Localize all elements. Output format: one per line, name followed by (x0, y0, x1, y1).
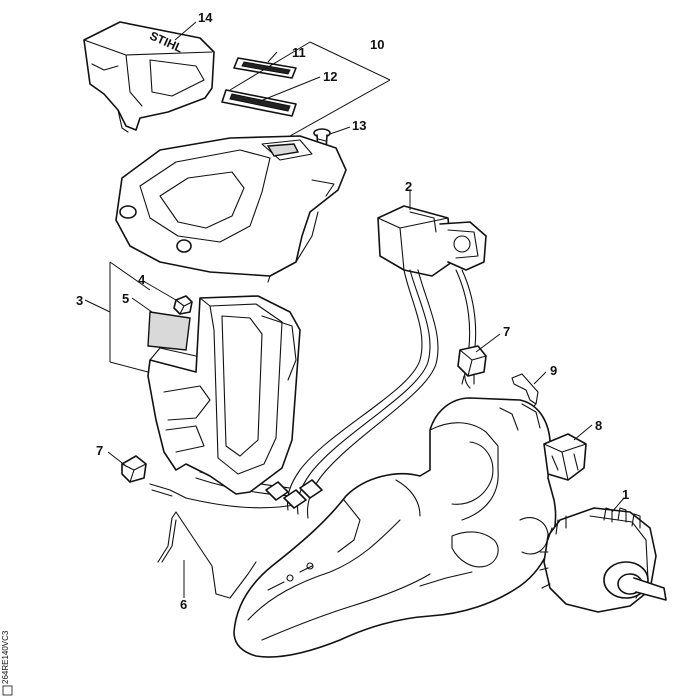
callout-1: 1 (622, 487, 629, 502)
callout-4: 4 (138, 272, 146, 287)
decal-part-12 (221, 89, 297, 117)
callout-8: 8 (595, 418, 602, 433)
callout-11: 11 (292, 45, 306, 60)
callout-10: 10 (370, 37, 384, 52)
drawing-ref-code: 264RE140VC3 (1, 630, 10, 684)
callout-12: 12 (323, 69, 337, 84)
switch-part-7-left (121, 455, 147, 483)
switch-part-7-upper (457, 345, 487, 385)
crankcase (233, 397, 557, 658)
callout-5: 5 (122, 291, 129, 306)
leader-lines (84, 21, 625, 598)
callout-labels: 14 10 11 12 13 2 4 3 5 7 9 8 7 1 6 (76, 10, 629, 612)
bracket-part-8 (543, 433, 587, 481)
callout-7-left: 7 (96, 443, 103, 458)
block-part-4 (173, 295, 193, 315)
top-cover-part-14: STIHL (83, 21, 215, 133)
decal-part-11 (233, 57, 297, 79)
callout-7-upper: 7 (503, 324, 510, 339)
wire-rod-part-6 (157, 511, 257, 599)
callout-9: 9 (550, 363, 557, 378)
wiring-harness (149, 269, 477, 519)
handle-frame-part-3 (147, 295, 301, 495)
handle-housing (115, 135, 347, 283)
callout-6: 6 (180, 597, 187, 612)
callout-13: 13 (352, 118, 366, 133)
callout-2: 2 (405, 179, 412, 194)
motor-part-1 (539, 507, 667, 613)
drawing-reference: 264RE140VC3 (1, 630, 13, 696)
callout-3: 3 (76, 293, 83, 308)
callout-14: 14 (198, 10, 213, 25)
pad-part-5 (147, 311, 191, 351)
electronics-module-part-2 (377, 205, 487, 277)
